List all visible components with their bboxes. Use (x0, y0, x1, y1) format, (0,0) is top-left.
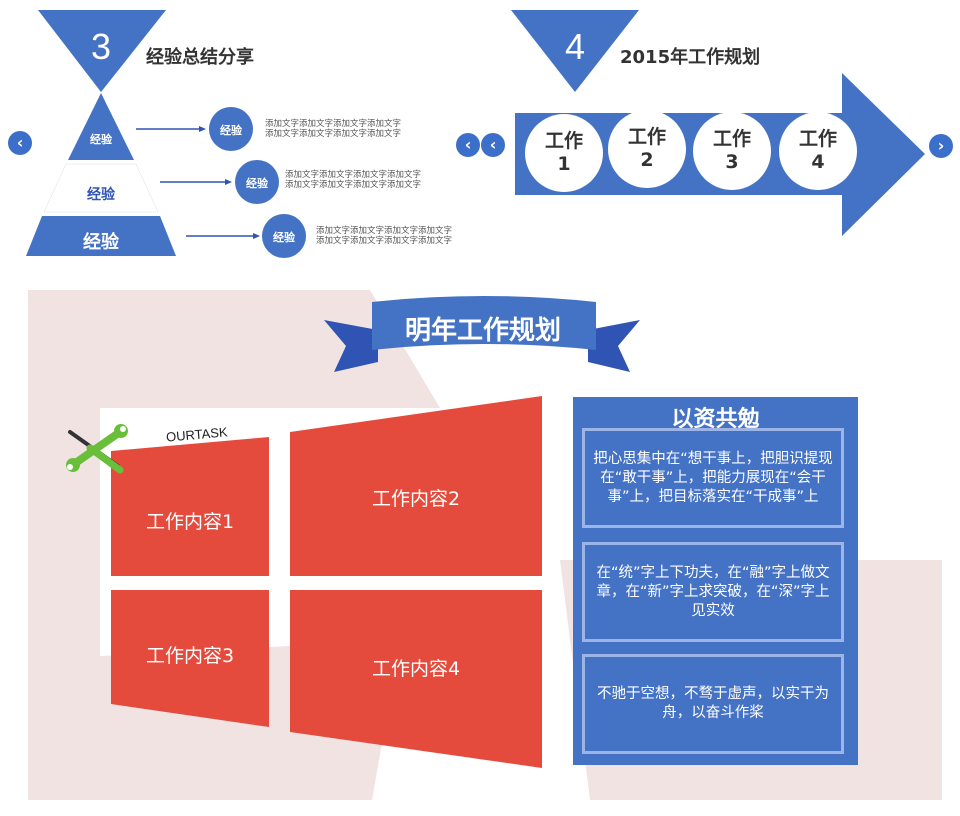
tile-1-label: 工作内容1 (145, 511, 235, 533)
exp-text-2-line1: 添加文字添加文字添加文字添加文字 (285, 170, 422, 180)
panel-title: 以资共勉 (671, 407, 760, 432)
banner-ribbon (372, 296, 596, 350)
pyramid-label-3: 经验 (83, 232, 119, 253)
work-2-number: 2 (640, 149, 654, 171)
pyramid-top (68, 93, 134, 160)
prev-slide-button-3[interactable]: ‹ (481, 133, 505, 157)
quote-3-text: 不驰于空想，不骛于虚声，以实干为舟，以奋斗作桨 (597, 686, 829, 721)
number-triangle-3 (38, 10, 166, 92)
work-4-label: 工作 (798, 128, 837, 150)
section-title-4: 2015年工作规划 (620, 47, 761, 68)
bg-shape-1 (28, 290, 440, 408)
quote-box-1: 把心思集中在“想干事上，把胆识提现在“敢干事”上，把能力展现在“会干事”上，把目… (582, 428, 844, 528)
exp-circle-2 (235, 160, 279, 204)
work-1-label: 工作 (544, 130, 583, 152)
pyramid-bottom (26, 216, 176, 256)
work-4-number: 4 (811, 151, 825, 173)
exp-text-1-line1: 添加文字添加文字添加文字添加文字 (265, 119, 402, 129)
work-1-number: 1 (557, 153, 571, 175)
exp-circle-3 (262, 214, 306, 258)
section-number: 3 (90, 26, 112, 67)
quote-box-2: 在“统”字上下功夫，在“融”字上做文章，在“新”字上求突破，在“深”字上见实效 (582, 542, 844, 642)
work-3-number: 3 (725, 151, 739, 173)
number-triangle-4 (511, 10, 639, 92)
pyramid-middle (43, 163, 159, 213)
banner-right-tail (588, 320, 640, 372)
tile-4 (290, 590, 542, 768)
pyramid-label-1: 经验 (90, 133, 112, 146)
tile-2 (290, 396, 542, 576)
tools-icon (66, 424, 128, 474)
exp-circle-label-2: 经验 (246, 177, 268, 190)
work-circle-2: 工作 2 (608, 110, 686, 188)
work-circle-4: 工作 4 (779, 112, 857, 190)
tile-4-label: 工作内容4 (371, 658, 461, 680)
motto-panel: 以资共勉 把心思集中在“想干事上，把胆识提现在“敢干事”上，把能力展现在“会干事… (573, 397, 858, 765)
work-3-label: 工作 (712, 128, 751, 150)
exp-circle-label-1: 经验 (220, 124, 242, 137)
exp-text-1: 添加文字添加文字添加文字添加文字 添加文字添加文字添加文字添加文字 (265, 119, 465, 139)
tile-1 (111, 437, 269, 576)
pyramid-label-2: 经验 (87, 187, 115, 203)
exp-text-3-line1: 添加文字添加文字添加文字添加文字 (316, 226, 453, 236)
quote-2-text: 在“统”字上下功夫，在“融”字上做文章，在“新”字上求突破，在“深”字上见实效 (596, 564, 830, 619)
prev-slide-button[interactable]: ‹ (8, 131, 32, 155)
exp-text-2: 添加文字添加文字添加文字添加文字 添加文字添加文字添加文字添加文字 (285, 170, 485, 190)
exp-text-3: 添加文字添加文字添加文字添加文字 添加文字添加文字添加文字添加文字 (316, 226, 516, 246)
banner-left-tail (324, 320, 378, 372)
exp-circle-1 (209, 107, 253, 151)
work-2-label: 工作 (627, 126, 666, 148)
section-number-4: 4 (564, 26, 586, 67)
exp-text-1-line2: 添加文字添加文字添加文字添加文字 (265, 129, 402, 139)
exp-circle-label-3: 经验 (273, 231, 295, 244)
exp-text-3-line2: 添加文字添加文字添加文字添加文字 (316, 236, 453, 246)
next-slide-button[interactable]: › (929, 134, 953, 158)
tile-2-label: 工作内容2 (371, 488, 461, 510)
tile-3-label: 工作内容3 (145, 645, 235, 667)
exp-text-2-line2: 添加文字添加文字添加文字添加文字 (285, 180, 422, 190)
work-circle-1: 工作 1 (525, 114, 603, 192)
work-circle-3: 工作 3 (693, 112, 771, 190)
quote-box-3: 不驰于空想，不骛于虚声，以实干为舟，以奋斗作桨 (582, 654, 844, 754)
section-title: 经验总结分享 (146, 47, 254, 68)
banner-title: 明年工作规划 (404, 316, 561, 346)
prev-slide-button-2[interactable]: ‹ (456, 133, 480, 157)
tile-3 (111, 590, 269, 727)
bg-shape-2 (28, 408, 100, 660)
quote-1-text: 把心思集中在“想干事上，把胆识提现在“敢干事”上，把能力展现在“会干事”上，把目… (593, 450, 833, 505)
